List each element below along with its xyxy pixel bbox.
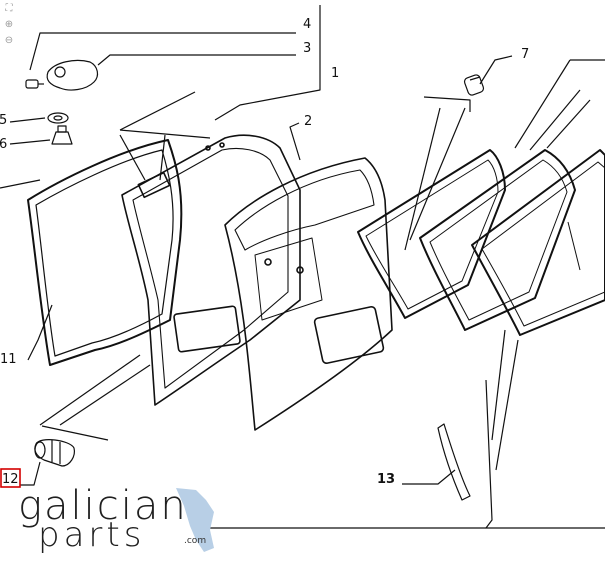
callout-13[interactable]: 13 (377, 472, 395, 487)
brand-sub-text: parts (38, 515, 146, 555)
callout-2[interactable]: 2 (304, 114, 312, 129)
part-5-washer (47, 112, 69, 124)
callout-1[interactable]: 1 (331, 66, 339, 81)
part-2-tailgate-panel (224, 157, 393, 431)
callout-6[interactable]: 6 (0, 137, 7, 152)
callout-labels: 4 3 1 2 7 5 6 11 12 13 (0, 17, 529, 487)
brand-accent-shape (176, 488, 214, 552)
part-12-highlight-box (0, 468, 21, 488)
fit-icon[interactable]: ⛶ (5, 3, 13, 14)
leader-lines (0, 5, 605, 529)
part-7-buffer (463, 74, 485, 96)
part-12-grommet (34, 439, 75, 467)
part-1-tailgate-frame (121, 134, 301, 406)
brand-main-text: galician (18, 483, 188, 529)
part-11-seal (27, 139, 183, 366)
callout-4[interactable]: 4 (303, 17, 311, 32)
brand-tld-text: .com (184, 536, 207, 546)
callout-7[interactable]: 7 (521, 47, 529, 62)
part-4-screw (25, 79, 44, 89)
callout-3[interactable]: 3 (303, 41, 311, 56)
part-glass-seal (357, 149, 506, 319)
zoom-in-icon[interactable]: ⊕ (4, 19, 14, 30)
brand-logo: galician parts .com (8, 484, 228, 564)
part-6-plug (51, 125, 73, 145)
callout-11[interactable]: 11 (0, 352, 17, 367)
callout-12[interactable]: 12 (2, 472, 19, 487)
callout-5[interactable]: 5 (0, 113, 7, 128)
part-glass-seal-2 (419, 149, 576, 331)
zoom-out-icon[interactable]: ⊖ (4, 35, 14, 46)
part-3-lock (46, 59, 99, 91)
part-13-strip (437, 423, 471, 501)
part-rear-glass (471, 149, 605, 336)
